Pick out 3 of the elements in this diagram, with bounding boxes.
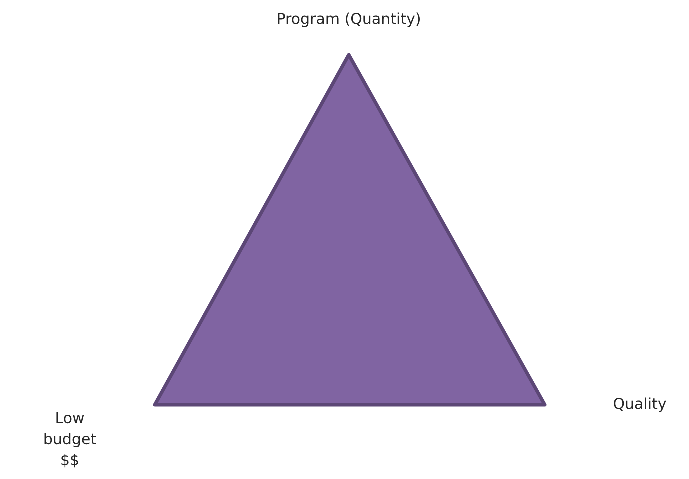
corner-label: Low budget $$ bbox=[44, 412, 96, 468]
corner-label: Program (Quantity) bbox=[278, 12, 420, 28]
corner-label: Quality bbox=[614, 398, 666, 412]
